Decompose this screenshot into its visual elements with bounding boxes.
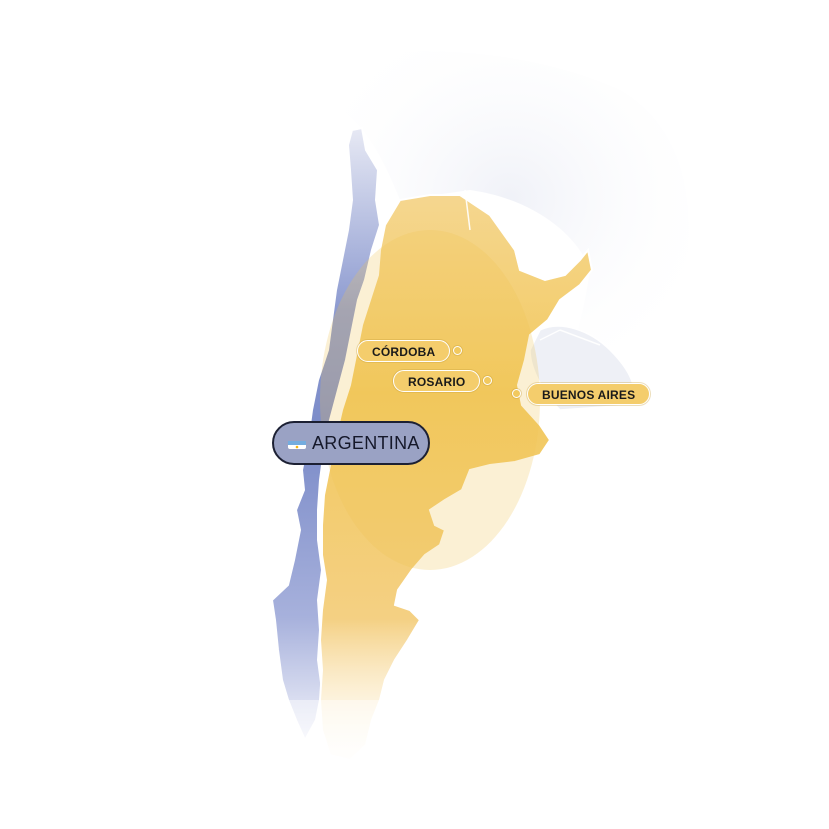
- country-name: ARGENTINA: [312, 432, 420, 453]
- province-borders: [464, 189, 601, 346]
- neighbor-land-north: [290, 51, 690, 421]
- argentina-center-glow: [320, 230, 540, 570]
- city-marker-cordoba[interactable]: [453, 346, 462, 355]
- city-marker-rosario[interactable]: [483, 376, 492, 385]
- city-label-rosario[interactable]: ROSARIO: [393, 370, 481, 392]
- city-label-cordoba[interactable]: CÓRDOBA: [357, 340, 451, 362]
- country-badge[interactable]: ARGENTINA: [272, 421, 430, 465]
- city-marker-buenos-aires[interactable]: [512, 389, 521, 398]
- city-label-buenos-aires[interactable]: BUENOS AIRES: [527, 383, 651, 405]
- argentina-region: [318, 194, 594, 762]
- argentina-flag-icon: [288, 437, 306, 449]
- bottom-fade: [250, 700, 450, 810]
